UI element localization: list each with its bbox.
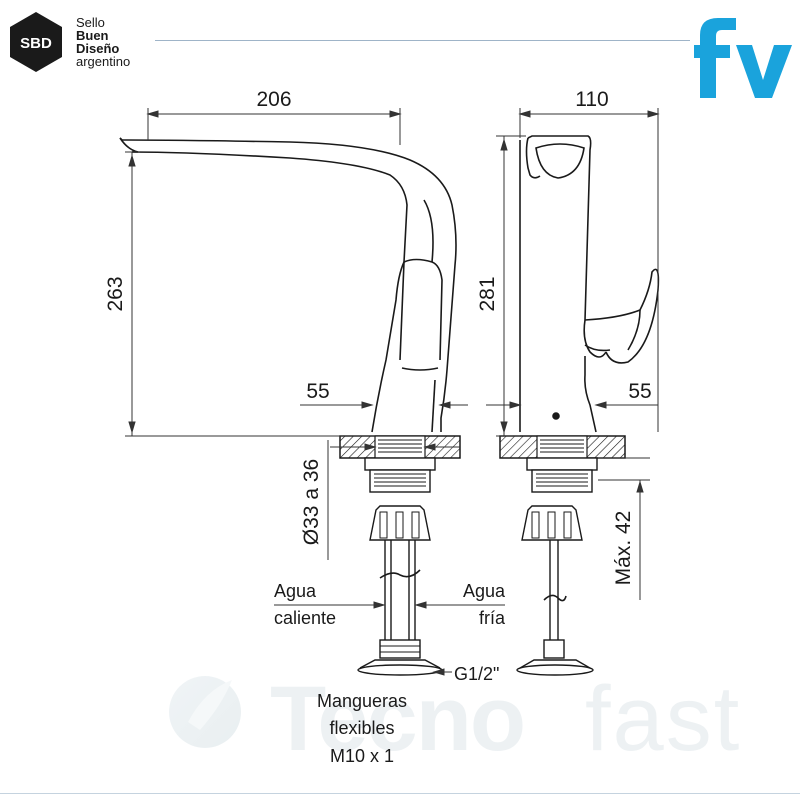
dim-max-thickness: Máx. 42 [612,511,635,586]
footer-divider [0,793,800,794]
sbd-seal-logo: SBD [10,12,62,72]
dim-total-height: 281 [476,276,499,311]
dim-spout-height: 263 [104,276,127,311]
label-hot-line1: Agua [274,581,317,601]
sbd-line-2: Buen [76,28,109,43]
dim-body-width: 110 [575,88,608,111]
fv-logo [694,18,792,98]
dim-offset-left: 55 [306,380,329,403]
label-cold-line2: fría [479,608,506,628]
sbd-line-4: argentino [76,54,131,69]
callout-labels: Agua caliente Agua fría G1/2" Mangueras … [274,581,506,766]
side-view-base [339,435,461,676]
tecnofast-watermark: Tecno fast [169,668,741,770]
front-view-base [499,435,626,676]
sbd-line-1: Sello [76,15,105,30]
dim-spout-reach: 206 [256,88,291,111]
front-view-faucet [519,135,660,433]
label-hoses-line3: M10 x 1 [330,746,394,766]
svg-text:fast: fast [585,668,741,770]
sbd-seal-text: Sello Buen Diseño argentino [76,16,130,68]
label-hoses-line1: Mangueras [317,691,407,711]
svg-text:Tecno: Tecno [270,668,524,770]
label-thread: G1/2" [454,664,499,684]
dim-offset-right: 55 [628,380,651,403]
label-hoses-line2: flexibles [329,718,394,738]
label-hot-line2: caliente [274,608,336,628]
header-divider [155,40,690,41]
sbd-badge-text: SBD [20,35,52,52]
dimension-lines [125,108,660,676]
sbd-line-3: Diseño [76,41,120,56]
dimension-labels: 206 110 263 281 55 55 Ø33 a 36 Máx. 42 [104,88,652,585]
side-view-faucet [119,137,457,433]
label-cold-line1: Agua [463,581,506,601]
dim-hole-diameter: Ø33 a 36 [300,459,323,545]
